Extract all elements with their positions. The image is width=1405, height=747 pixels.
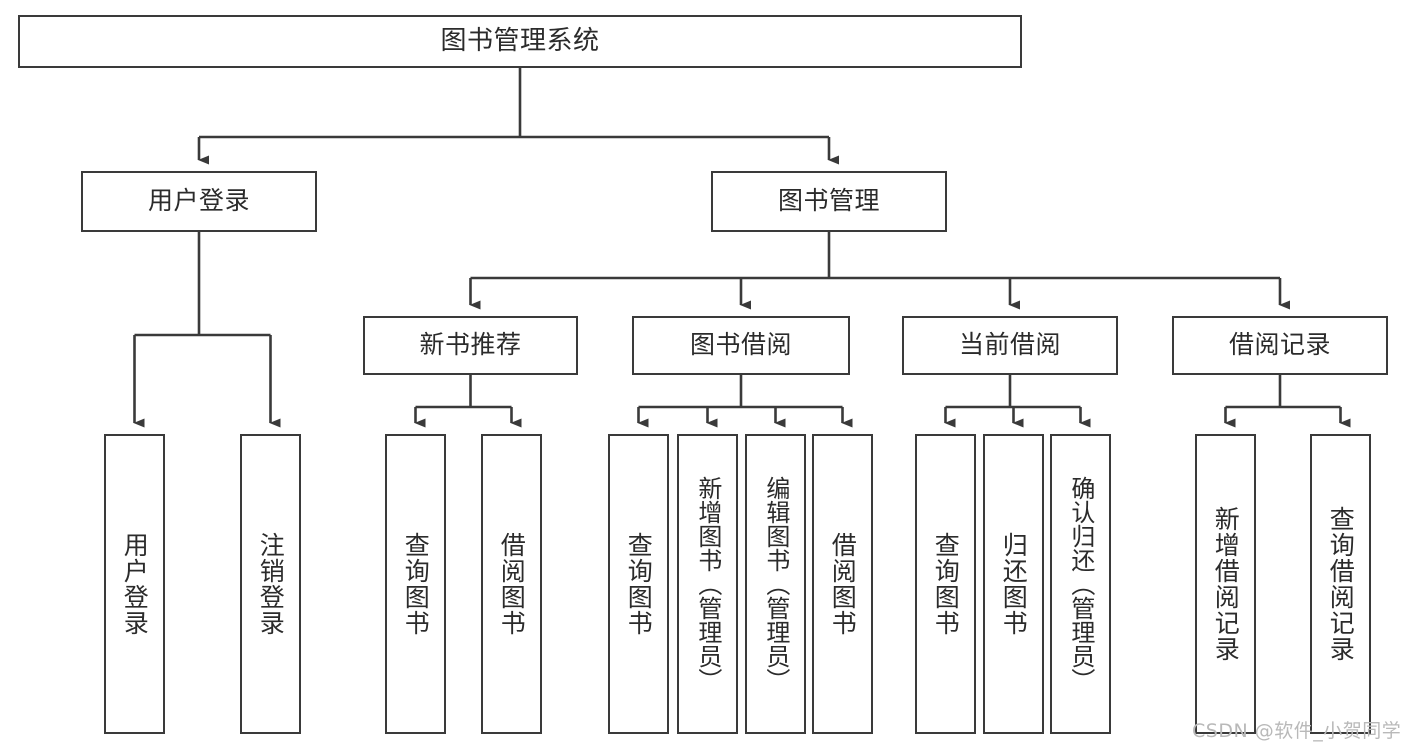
leaf-query-book-current[interactable]: 查询图书 [915, 434, 976, 734]
node-current-borrow[interactable]: 当前借阅 [902, 316, 1118, 375]
leaf-return-book[interactable]: 归还图书 [983, 434, 1044, 734]
csdn-watermark: CSDN @软件_小贺同学 [1192, 720, 1402, 742]
edge-group [133, 68, 1351, 428]
node-borrow-record[interactable]: 借阅记录 [1172, 316, 1388, 375]
leaf-user-logout[interactable]: 注销登录 [240, 434, 301, 734]
leaf-user-login[interactable]: 用户登录 [104, 434, 165, 734]
node-book-management[interactable]: 图书管理 [711, 171, 947, 232]
node-new-book-recommend[interactable]: 新书推荐 [363, 316, 578, 375]
leaf-add-borrow-record[interactable]: 新增借阅记录 [1195, 434, 1256, 734]
leaf-borrow-book-recommend[interactable]: 借阅图书 [481, 434, 542, 734]
leaf-query-book-recommend[interactable]: 查询图书 [385, 434, 446, 734]
leaf-add-book-admin[interactable]: 新增图书（管理员） [677, 434, 738, 734]
node-root[interactable]: 图书管理系统 [18, 15, 1022, 68]
node-book-borrow[interactable]: 图书借阅 [632, 316, 850, 375]
leaf-borrow-book[interactable]: 借阅图书 [812, 434, 873, 734]
node-user-login[interactable]: 用户登录 [81, 171, 317, 232]
leaf-query-borrow-record[interactable]: 查询借阅记录 [1310, 434, 1371, 734]
leaf-edit-book-admin[interactable]: 编辑图书（管理员） [745, 434, 806, 734]
leaf-query-book-borrow[interactable]: 查询图书 [608, 434, 669, 734]
leaf-confirm-return-admin[interactable]: 确认归还（管理员） [1050, 434, 1111, 734]
